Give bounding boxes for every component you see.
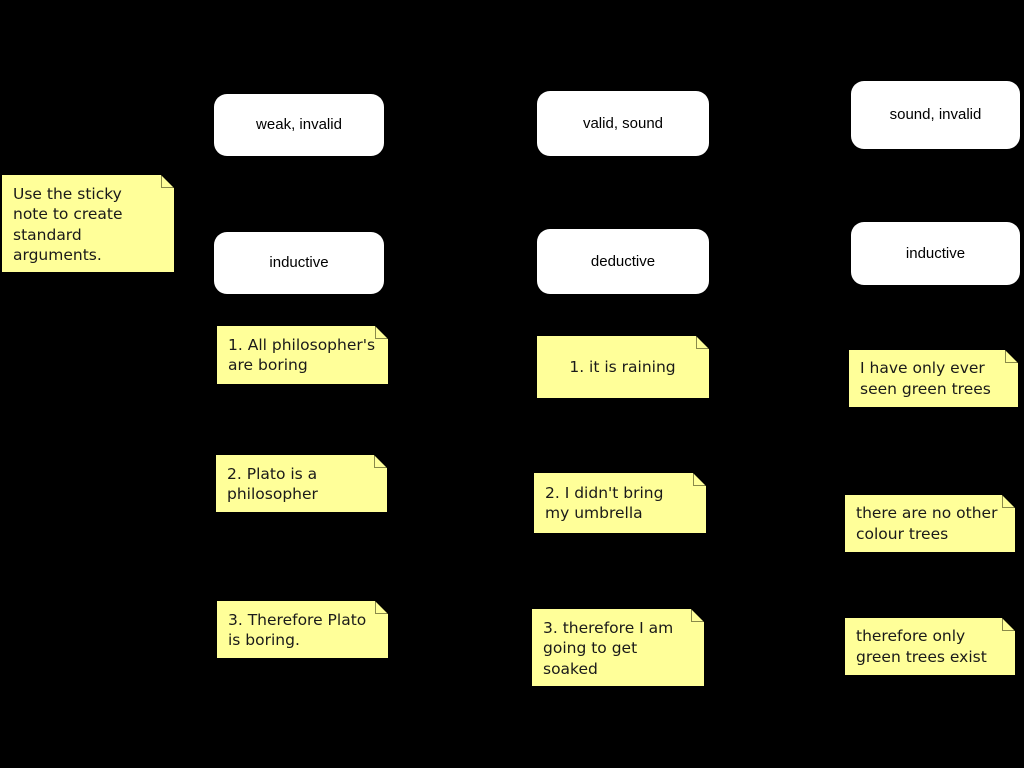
premise-sticky-text: therefore only green trees exist [856,627,987,666]
premise-sticky-column-2-1[interactable]: 1. it is raining [537,336,709,398]
premise-sticky-text: 1. All philosopher's are boring [228,336,376,375]
evaluation-box-label-column-3: sound, invalid [889,106,982,123]
sticky-fold-icon [691,609,704,622]
premise-sticky-column-3-2[interactable]: there are no other colour trees [845,495,1015,552]
evaluation-box-column-1[interactable]: weak, invalid [214,94,384,156]
premise-sticky-text: 3. therefore I am going to get soaked [543,619,674,678]
sticky-fold-icon [1002,495,1015,508]
premise-sticky-column-3-1[interactable]: I have only ever seen green trees [849,350,1018,407]
sticky-fold-icon [374,455,387,468]
type-box-label-column-2: deductive [590,252,656,270]
premise-sticky-column-1-2[interactable]: 2. Plato is a philosopher [216,455,387,512]
premise-sticky-text: 1. it is raining [569,357,676,376]
type-box-label-column-3: inductive [905,244,966,262]
premise-sticky-text: 2. Plato is a philosopher [227,465,318,504]
evaluation-box-label-column-2: valid, sound [582,114,664,132]
sticky-fold-icon [696,336,709,349]
sticky-fold-icon [1005,350,1018,363]
instruction-sticky-text: Use the sticky note to create standard a… [13,185,123,265]
type-box-column-3[interactable]: inductive [851,222,1020,285]
sticky-fold-icon [693,473,706,486]
premise-sticky-column-3-3[interactable]: therefore only green trees exist [845,618,1015,675]
evaluation-box-column-2[interactable]: valid, sound [537,91,709,156]
evaluation-box-column-3[interactable]: sound, invalid [851,81,1020,149]
type-box-column-1[interactable]: inductive [214,232,384,294]
premise-sticky-text: 2. I didn't bring my umbrella [545,483,664,522]
premise-sticky-text: I have only ever seen green trees [860,359,991,398]
premise-sticky-column-2-3[interactable]: 3. therefore I am going to get soaked [532,609,704,686]
type-box-label-column-1: inductive [269,254,329,271]
instruction-sticky-note[interactable]: Use the sticky note to create standard a… [2,175,174,272]
premise-sticky-column-2-2[interactable]: 2. I didn't bring my umbrella [534,473,706,533]
premise-sticky-text: there are no other colour trees [856,504,998,543]
premise-sticky-column-1-3[interactable]: 3. Therefore Plato is boring. [217,601,388,658]
type-box-column-2[interactable]: deductive [537,229,709,294]
premise-sticky-column-1-1[interactable]: 1. All philosopher's are boring [217,326,388,384]
sticky-fold-icon [375,326,388,339]
sticky-fold-icon [161,175,174,188]
sticky-fold-icon [375,601,388,614]
premise-sticky-text: 3. Therefore Plato is boring. [228,611,367,650]
sticky-fold-icon [1002,618,1015,631]
evaluation-box-label-column-1: weak, invalid [256,116,342,133]
